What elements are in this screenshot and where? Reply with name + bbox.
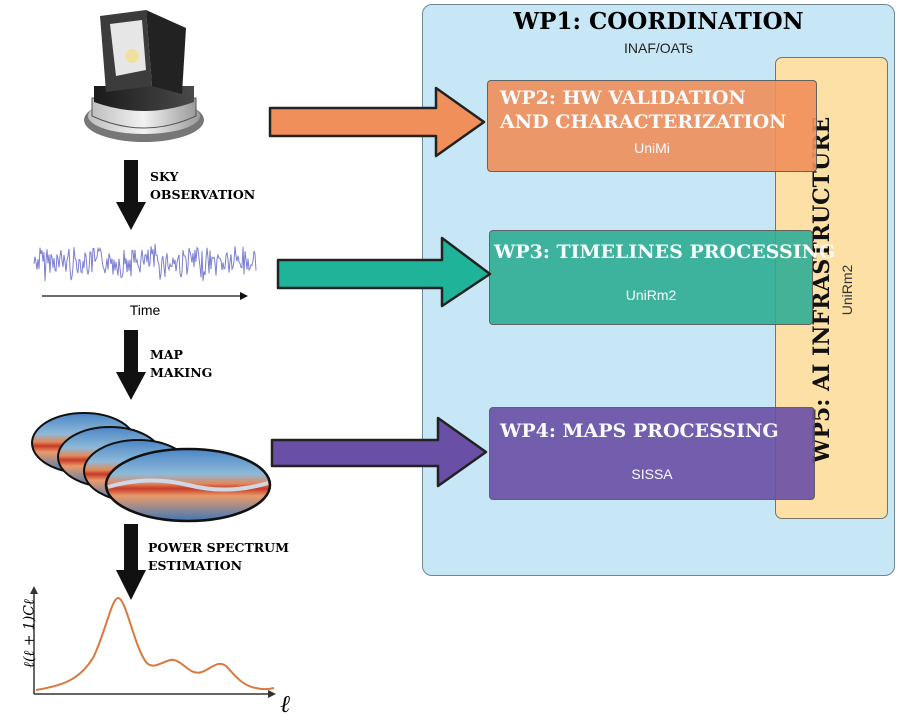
telescope-icon (84, 10, 204, 142)
wp4-title: WP4: MAPS PROCESSING (500, 420, 779, 442)
map-making-label: MAP MAKING (150, 346, 212, 382)
wp4-box: WP4: MAPS PROCESSING SISSA (489, 407, 815, 500)
time-axis-label: Time (129, 302, 161, 318)
power-spectrum-label: POWER SPECTRUM ESTIMATION (148, 539, 289, 575)
sky-maps-illustration (31, 412, 272, 523)
wp2-title-line2: AND CHARACTERIZATION (500, 110, 787, 133)
spectrum-y-label: ℓ(ℓ + 1)Cℓ (21, 599, 38, 668)
time-axis-arrowhead (240, 292, 248, 300)
arrow-to-wp3 (276, 236, 492, 308)
sky-observation-line2: OBSERVATION (150, 187, 256, 203)
wp2-org: UniMi (634, 139, 670, 156)
wp2-box: WP2: HW VALIDATION AND CHARACTERIZATION … (487, 80, 817, 172)
map-making-line1: MAP (150, 347, 183, 362)
galactic-plane-band (107, 478, 269, 492)
wp3-box: WP3: TIMELINES PROCESSING UniRm2 (489, 230, 836, 325)
wp1-title: WP1: COORDINATION (513, 8, 804, 35)
wp1-org: INAF/OATs (624, 40, 693, 56)
spectrum-x-label: ℓ (280, 690, 290, 718)
spectrum-curve (35, 596, 275, 691)
wp3-org: UniRm2 (625, 286, 677, 303)
sky-observation-label: SKY OBSERVATION (150, 168, 255, 204)
arrow-to-wp2 (268, 86, 486, 158)
spectrum-x-axis-arrowhead (268, 690, 276, 698)
down-arrow-map-making (116, 330, 146, 400)
down-arrow-power-spectrum (116, 524, 146, 600)
power-spectrum-plot (30, 586, 276, 698)
timeline-noise-line (33, 243, 257, 282)
power-spectrum-line1: POWER SPECTRUM (148, 540, 289, 555)
wp4-org: SISSA (631, 465, 673, 482)
timeline-signal (33, 243, 257, 300)
power-spectrum-line2: ESTIMATION (148, 558, 243, 574)
sky-observation-line1: SKY (150, 169, 179, 184)
wp5-org: UniRm2 (839, 264, 855, 316)
spectrum-y-axis-arrowhead (30, 586, 38, 594)
wp2-title-line1: WP2: HW VALIDATION (500, 87, 746, 109)
down-arrow-sky-observation (116, 160, 146, 230)
map-making-line2: MAKING (150, 365, 213, 381)
arrow-to-wp4 (270, 416, 488, 488)
wp3-title: WP3: TIMELINES PROCESSING (494, 241, 836, 263)
